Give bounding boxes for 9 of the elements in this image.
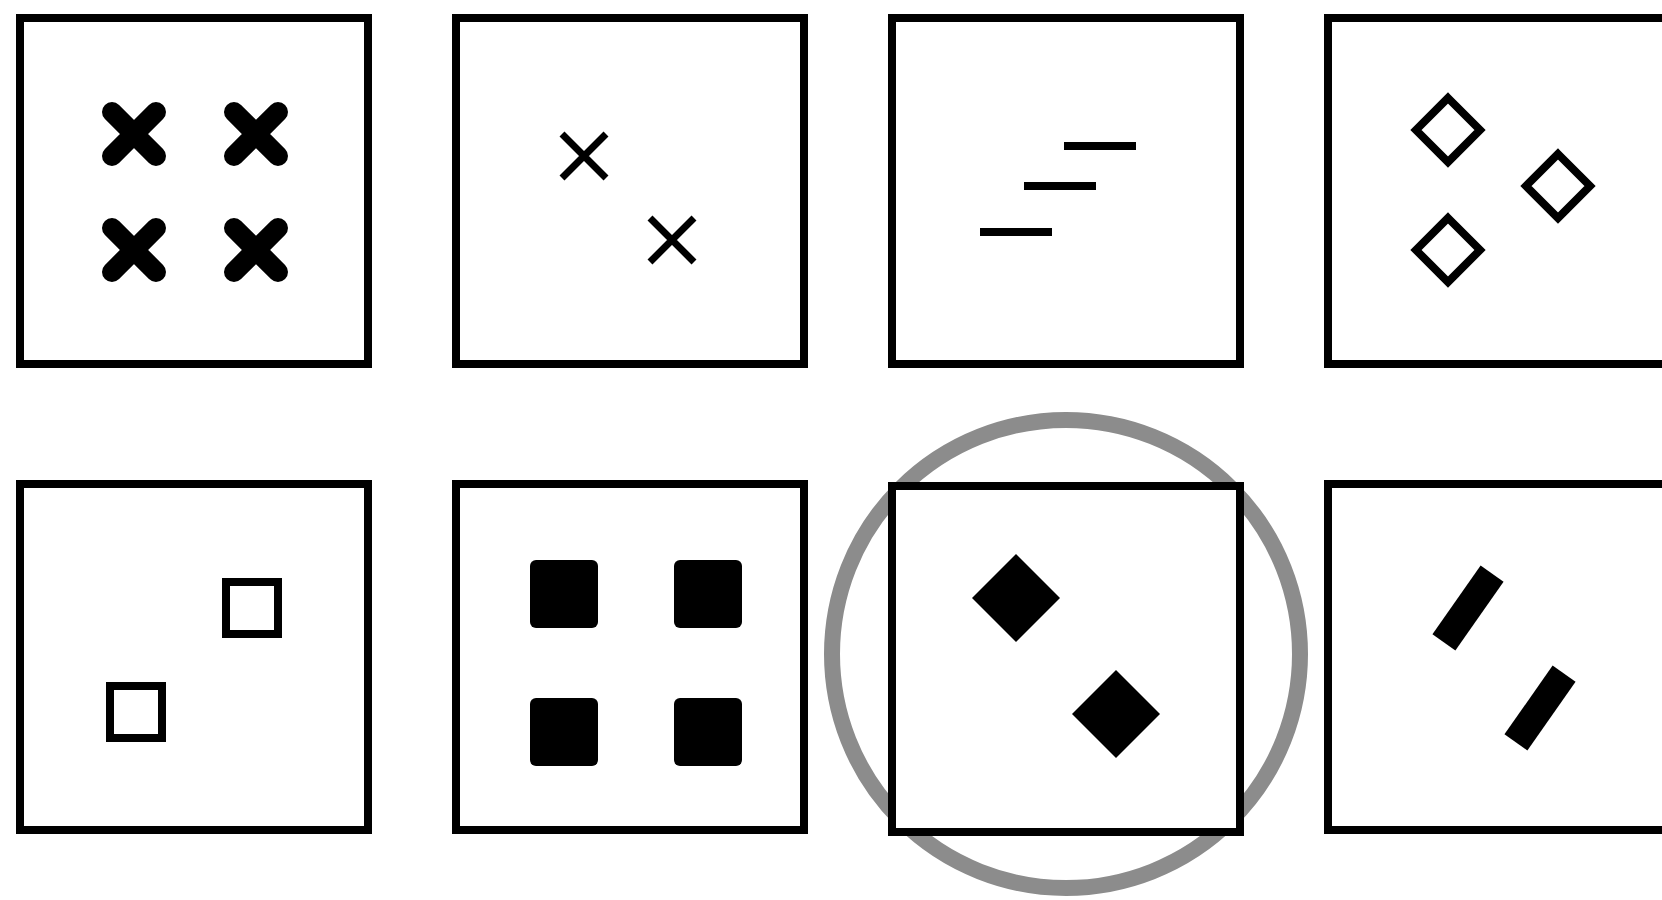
puzzle-panel [452, 480, 808, 834]
puzzle-panel [888, 14, 1244, 368]
puzzle-panel [16, 480, 372, 834]
puzzle-panel [1324, 480, 1662, 834]
puzzle-panel [452, 14, 808, 368]
puzzle-panel [888, 481, 1244, 835]
puzzle-panel [1324, 14, 1662, 368]
puzzle-panel [16, 14, 372, 368]
highlight-circle [824, 412, 1308, 896]
